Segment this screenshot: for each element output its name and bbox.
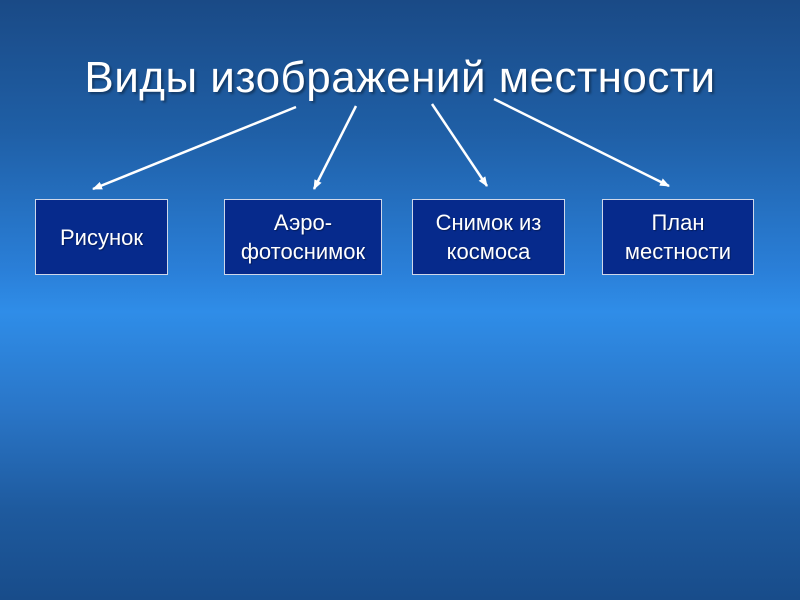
box-drawing: Рисунок	[35, 199, 168, 275]
arrow-to-space-image	[430, 103, 489, 187]
box-aerial-photo: Аэро- фотоснимок	[224, 199, 382, 275]
box-terrain-plan: План местности	[602, 199, 754, 275]
arrow-to-terrain-plan	[493, 97, 670, 188]
box-space-image: Снимок из космоса	[412, 199, 565, 275]
arrow-to-drawing	[92, 105, 297, 191]
arrow-to-aerial-photo	[312, 105, 358, 190]
slide-title: Виды изображений местности	[84, 53, 716, 102]
